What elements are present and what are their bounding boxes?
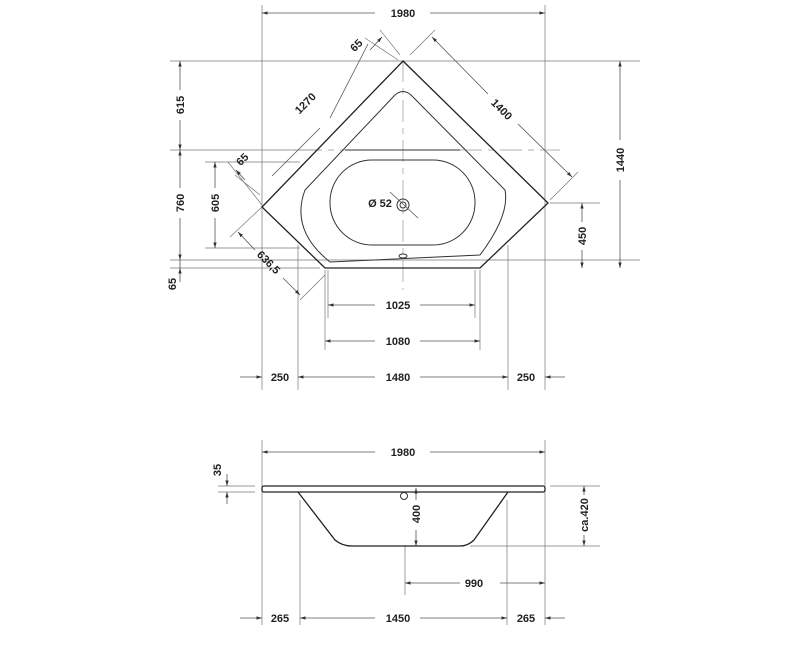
dim-overall-width-top: 1980 <box>391 8 415 20</box>
dim-rim-top: 65 <box>348 37 365 54</box>
dim-side-right-bottom: 265 <box>517 613 535 625</box>
dim-total-height-side: ca.420 <box>579 498 591 532</box>
top-view: 1980 65 1270 1400 615 760 65 605 636,5 <box>167 5 640 390</box>
dim-center-width: 1480 <box>386 372 410 384</box>
dim-height-upper: 615 <box>175 96 187 114</box>
dim-inner-height: 605 <box>210 194 222 212</box>
dim-rim-bottom: 65 <box>167 278 179 290</box>
dim-inner-width-1: 1025 <box>386 300 410 312</box>
dim-side-right: 250 <box>517 372 535 384</box>
dim-drain-height: 450 <box>577 227 589 245</box>
dim-left-edge: 1270 <box>293 91 319 117</box>
dim-rim-thickness: 35 <box>212 464 224 476</box>
dim-base-width: 1450 <box>386 613 410 625</box>
dim-overall-width-side: 1980 <box>391 447 415 459</box>
dim-inner-width-2: 1080 <box>386 336 410 348</box>
dim-side-left-bottom: 265 <box>271 613 289 625</box>
dim-right-edge: 1400 <box>488 97 514 123</box>
dim-depth: 400 <box>411 505 423 523</box>
dim-side-left: 250 <box>271 372 289 384</box>
dim-diagonal-lower: 636,5 <box>254 249 282 277</box>
dim-drain-offset: 990 <box>465 578 483 590</box>
dim-rim-left: 65 <box>234 151 251 168</box>
dim-drain-diameter: Ø 52 <box>368 198 392 210</box>
dim-height-middle: 760 <box>175 194 187 212</box>
side-view: 1980 35 400 ca.420 990 265 1450 265 <box>212 440 600 625</box>
dim-total-height: 1440 <box>615 148 627 172</box>
